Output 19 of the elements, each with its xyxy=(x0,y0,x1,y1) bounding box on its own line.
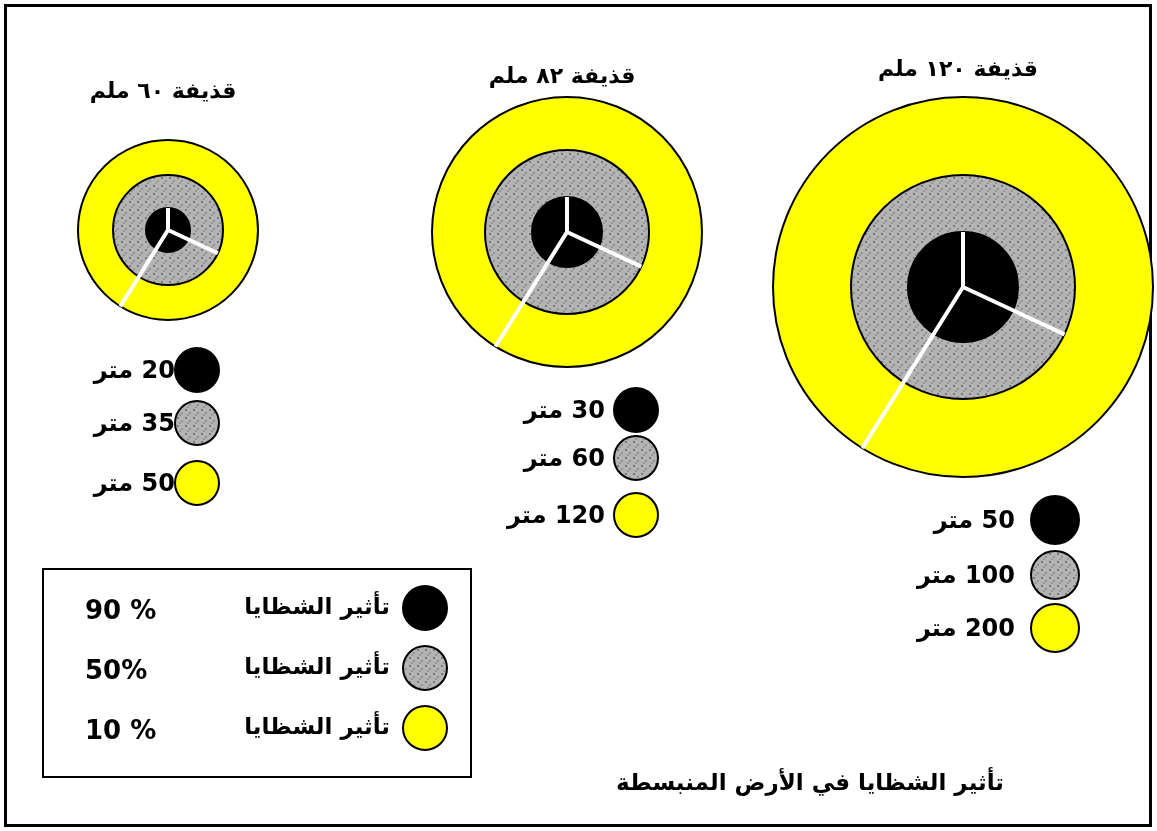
legend-text: تأثير الشظايا xyxy=(244,590,390,622)
shell-title: قذيفة ٦٠ ملم xyxy=(89,76,237,105)
distance-label: 60 متر xyxy=(523,443,605,474)
distance-label: 120 متر xyxy=(506,500,605,531)
distance-label: 35 متر xyxy=(93,408,175,439)
distance-label: 100 متر xyxy=(916,560,1015,591)
distance-label: 30 متر xyxy=(523,395,605,426)
distance-label: 200 متر xyxy=(916,613,1015,644)
legend-text: تأثير الشظايا xyxy=(244,650,390,682)
distance-label: 50 متر xyxy=(933,505,1015,536)
percent-label: 90 % xyxy=(85,593,157,627)
shell-title: قذيفة ١٢٠ ملم xyxy=(878,54,1038,83)
caption: تأثير الشظايا في الأرض المنبسطة xyxy=(616,766,1004,798)
shell-title: قذيفة ٨٢ ملم xyxy=(488,61,636,90)
percent-label: 10 % xyxy=(85,713,157,747)
legend-text: تأثير الشظايا xyxy=(244,710,390,742)
distance-label: 20 متر xyxy=(93,355,175,386)
percent-label: 50% xyxy=(85,653,148,687)
distance-label: 50 متر xyxy=(93,468,175,499)
